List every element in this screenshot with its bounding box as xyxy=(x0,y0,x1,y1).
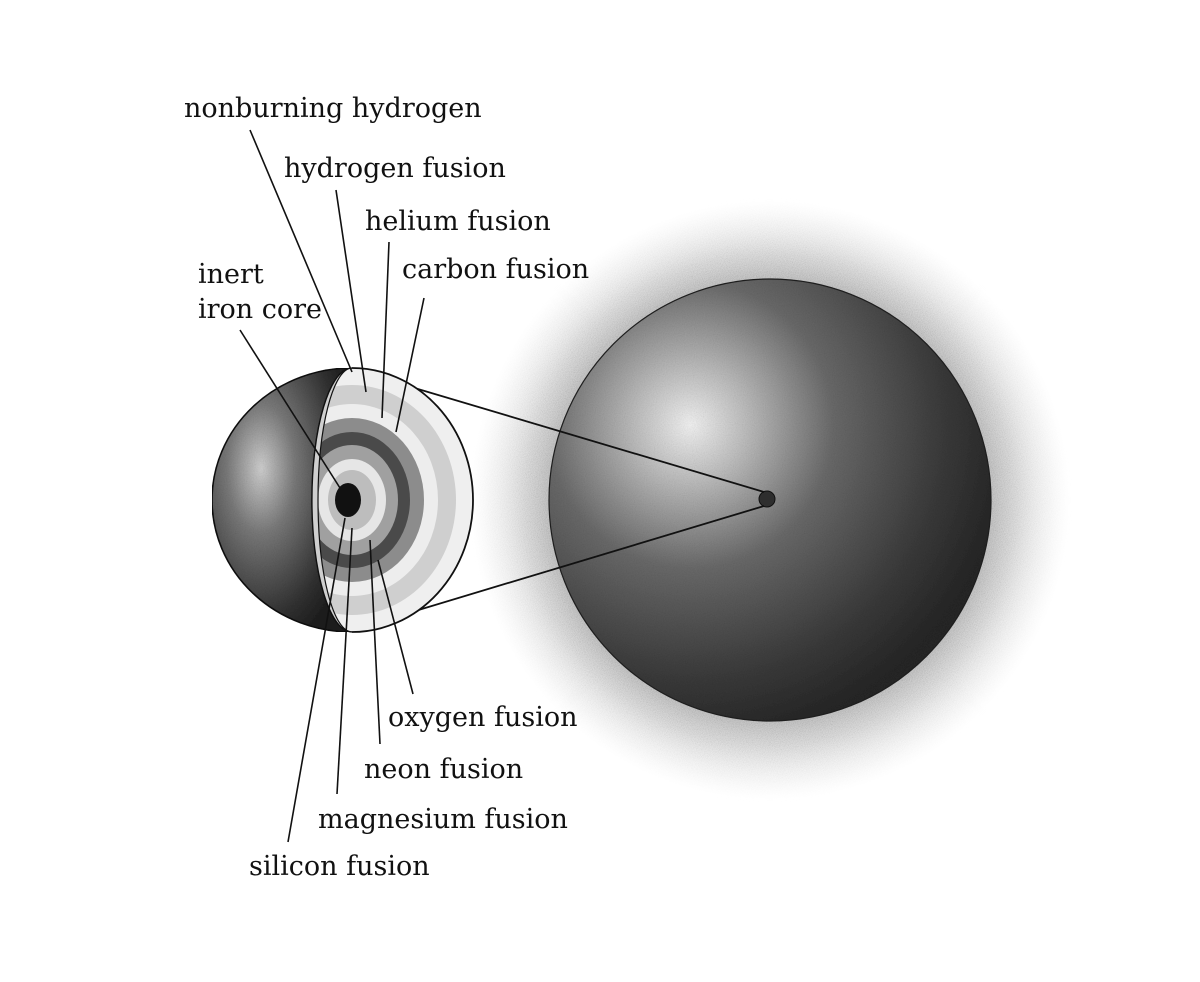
leader-carbon-fusion xyxy=(395,297,425,433)
zoom-line-top xyxy=(353,369,765,493)
leader-inert-iron-core xyxy=(239,329,341,489)
supergiant-outline xyxy=(548,278,992,722)
label-silicon-fusion: silicon fusion xyxy=(249,851,430,882)
core-dot xyxy=(758,490,776,508)
leader-lines xyxy=(239,129,425,843)
label-inert-line1: inert xyxy=(198,259,264,290)
label-carbon-fusion: carbon fusion xyxy=(402,254,589,285)
label-neon-fusion: neon fusion xyxy=(364,754,523,785)
label-inert-line2: iron core xyxy=(198,294,322,325)
label-magnesium-fusion: magnesium fusion xyxy=(318,804,568,835)
label-helium-fusion: helium fusion xyxy=(365,206,551,237)
leader-neon-fusion xyxy=(369,539,381,745)
leader-oxygen-fusion xyxy=(377,559,414,695)
label-nonburning-hydrogen: nonburning hydrogen xyxy=(184,93,482,124)
labels: nonburning hydrogen hydrogen fusion heli… xyxy=(184,93,589,882)
label-hydrogen-fusion: hydrogen fusion xyxy=(284,153,506,184)
leader-magnesium-fusion xyxy=(336,527,353,795)
inert-iron-core xyxy=(335,483,361,517)
leader-helium-fusion xyxy=(381,241,390,419)
label-oxygen-fusion: oxygen fusion xyxy=(388,702,578,733)
leader-nonburning-hydrogen xyxy=(249,129,353,373)
red-supergiant xyxy=(470,200,1070,800)
leader-hydrogen-fusion xyxy=(335,189,367,393)
core-cutaway xyxy=(211,367,474,633)
leader-silicon-fusion xyxy=(287,517,346,843)
